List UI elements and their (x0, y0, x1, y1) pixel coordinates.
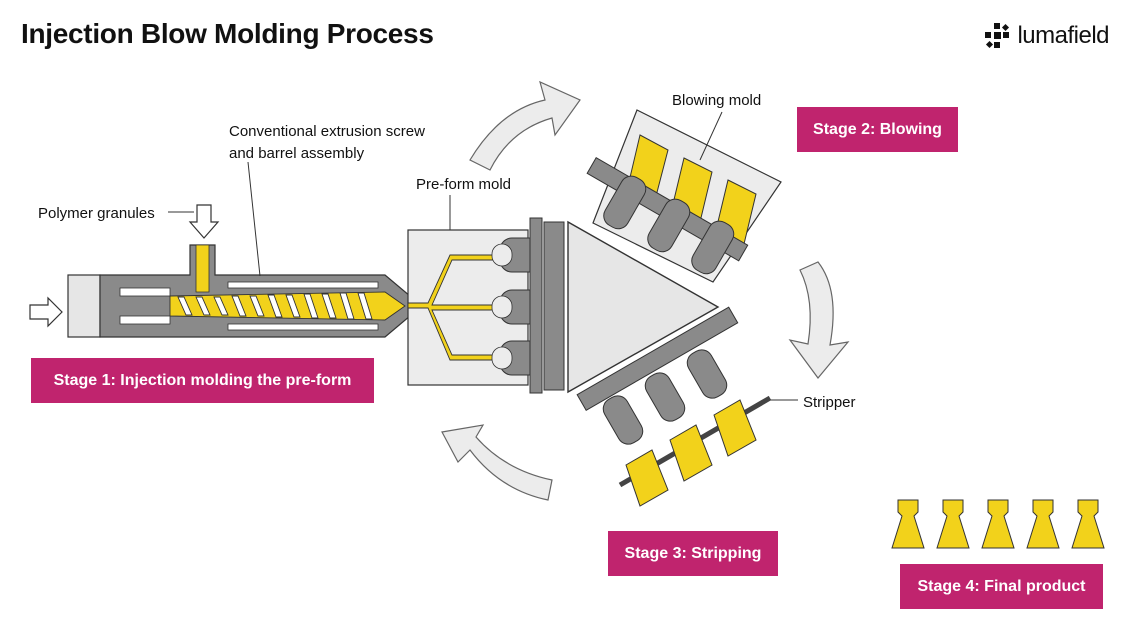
flow-arrow-2-to-3 (788, 261, 850, 379)
stage-3-badge: Stage 3: Stripping (608, 531, 778, 576)
stage-2-badge: Stage 2: Blowing (797, 107, 958, 152)
strip-cores (602, 349, 728, 445)
flow-arrow-1-to-2 (469, 80, 581, 171)
polymer-feed (195, 244, 210, 293)
label-preform-mold: Pre-form mold (416, 176, 512, 193)
screw-flights (177, 292, 373, 320)
rotating-index-table (567, 220, 720, 394)
label-blowing-mold: Blowing mold (672, 92, 762, 109)
final-product-bottles (891, 499, 1105, 549)
input-arrow-icon (29, 296, 63, 328)
indexing-bar-left (529, 217, 543, 394)
page-title: Injection Blow Molding Process (21, 18, 434, 49)
label-stripper: Stripper (803, 394, 856, 411)
strip-arm (576, 306, 739, 411)
flow-arrow-3-to-1 (441, 424, 553, 501)
stage-1-badge: Stage 1: Injection molding the pre-form (31, 358, 374, 403)
stage-4-badge: Stage 4: Final product (900, 564, 1103, 609)
stripped-bottles (625, 399, 757, 507)
label-polymer-granules: Polymer granules (38, 205, 155, 222)
label-screw-line1: Conventional extrusion screw (229, 123, 425, 140)
plunger-block (67, 274, 101, 338)
lumafield-logo-icon (985, 23, 1010, 49)
brand-name: lumafield (1017, 22, 1109, 49)
blow-cores (603, 175, 735, 275)
brand-logo: lumafield (985, 22, 1109, 50)
label-screw-line2: and barrel assembly (229, 145, 365, 162)
granules-arrow-icon (188, 204, 220, 239)
